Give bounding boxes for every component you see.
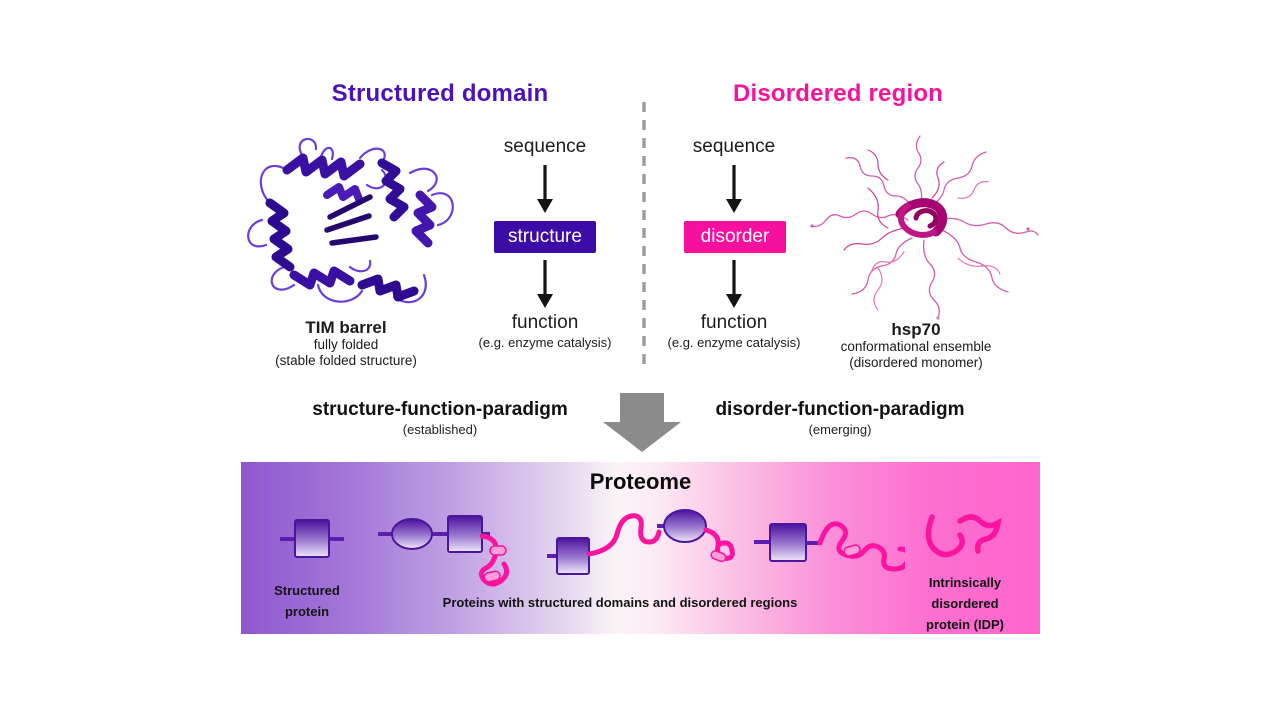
paradigm-right-title: disorder-function-paradigm bbox=[715, 399, 965, 420]
left-function-label: function bbox=[511, 312, 579, 333]
idp-label: Intrinsically disordered protein (IDP) bbox=[926, 575, 1004, 632]
dashed-divider-line bbox=[642, 102, 646, 370]
tim-barrel-sub2: (stable folded structure) bbox=[275, 352, 417, 368]
left-sequence-label: sequence bbox=[503, 136, 587, 157]
big-down-arrow-icon bbox=[603, 393, 681, 452]
mixed-protein-glyph-3 bbox=[754, 521, 905, 572]
hsp70-name: hsp70 bbox=[891, 320, 941, 339]
down-arrow-icon bbox=[726, 165, 742, 213]
right-sequence-label: sequence bbox=[692, 136, 776, 157]
right-function-note: (e.g. enzyme catalysis) bbox=[667, 335, 801, 350]
tim-barrel-caption: TIM barrel fully folded (stable folded s… bbox=[246, 319, 446, 368]
structure-box: structure bbox=[494, 221, 596, 253]
hsp70-ensemble-graphic bbox=[810, 135, 1039, 320]
hsp70-sub2: (disordered monomer) bbox=[849, 354, 983, 370]
tim-barrel-sub1: fully folded bbox=[313, 337, 379, 352]
disorder-box: disorder bbox=[684, 221, 786, 253]
structured-domain-title: Structured domain bbox=[331, 80, 549, 107]
disordered-region-title: Disordered region bbox=[732, 80, 944, 107]
paradigm-left-title: structure-function-paradigm bbox=[312, 399, 568, 420]
proteome-title: Proteome bbox=[589, 469, 692, 494]
structure-function-paradigm: structure-function-paradigm (established… bbox=[290, 399, 590, 440]
paradigm-left-note: (established) bbox=[402, 422, 478, 437]
mixed-proteins-label: Proteins with structured domains and dis… bbox=[442, 595, 798, 610]
structured-protein-label: Structured protein bbox=[274, 583, 340, 619]
mixed-protein-glyph-2 bbox=[547, 509, 735, 575]
disorder-function-paradigm: disorder-function-paradigm (emerging) bbox=[690, 399, 990, 440]
idp-glyph bbox=[925, 514, 1002, 558]
paradigm-right-note: (emerging) bbox=[808, 422, 872, 437]
left-function-note: (e.g. enzyme catalysis) bbox=[478, 335, 612, 350]
hsp70-caption: hsp70 conformational ensemble (disordere… bbox=[816, 321, 1016, 370]
down-arrow-icon bbox=[537, 260, 553, 308]
down-arrow-icon bbox=[537, 165, 553, 213]
proteome-bar bbox=[241, 462, 1040, 634]
tim-barrel-structure-graphic bbox=[247, 138, 454, 304]
mixed-protein-glyph-1 bbox=[378, 515, 510, 587]
structured-protein-glyph bbox=[280, 519, 344, 558]
right-function-label: function bbox=[700, 312, 768, 333]
hsp70-sub1: conformational ensemble bbox=[840, 339, 992, 354]
down-arrow-icon bbox=[726, 260, 742, 308]
tim-barrel-name: TIM barrel bbox=[305, 318, 387, 337]
